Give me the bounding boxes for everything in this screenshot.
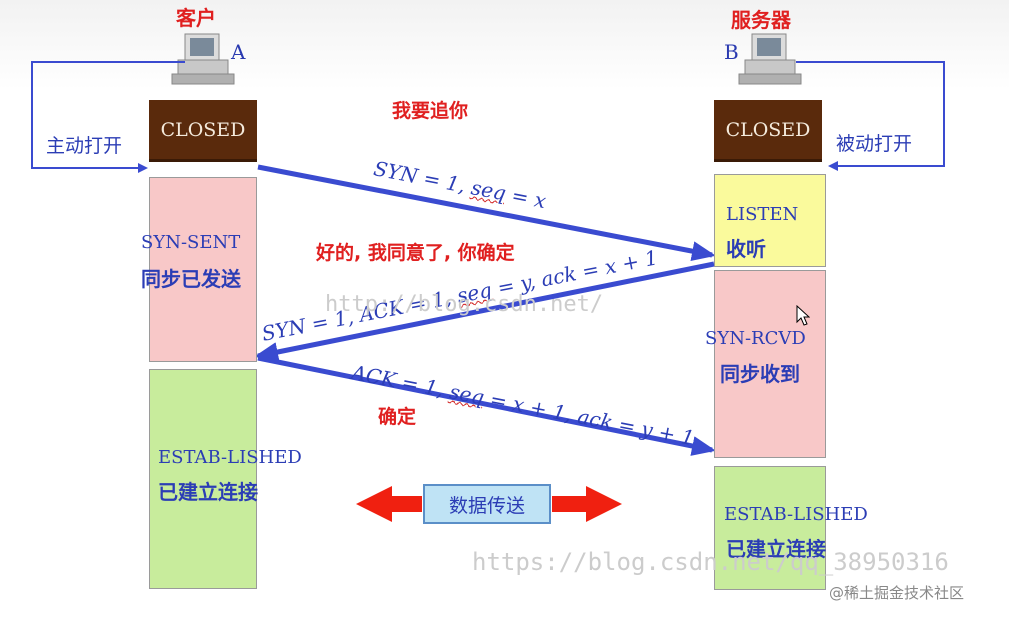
server-computer-icon [738,33,802,85]
syn-arrow [257,164,716,262]
passive-open-loop [796,61,945,171]
client-syn-sent-label: SYN-SENT [141,232,241,253]
client-syn-sent-cn: 同步已发送 [141,267,241,291]
watermark-bottom: https://blog.csdn.net/qq_38950316 [472,548,949,576]
mouse-cursor-icon [796,305,810,326]
data-transfer-arrow [356,486,622,522]
server-listen-box [714,174,826,267]
watermark-top: http://blog.csdn.net/ [325,292,604,317]
server-letter: B [724,40,739,64]
active-open-label: 主动打开 [46,135,123,157]
client-computer-icon [171,33,235,85]
server-listen-cn: 收听 [726,237,766,261]
server-closed-state: CLOSED [714,100,822,162]
client-syn-sent-box [149,177,257,362]
server-listen-label: LISTEN [726,204,799,225]
server-syn-rcvd-label: SYN-RCVD [705,328,806,349]
server-syn-rcvd-box [714,270,826,458]
active-open-loop [31,61,185,173]
server-established-box [714,466,826,590]
server-established-label: ESTAB-LISHED [724,504,868,525]
client-established-label: ESTAB-LISHED [158,447,302,468]
server-syn-rcvd-cn: 同步收到 [720,362,800,386]
server-established-cn: 已建立连接 [726,537,826,561]
passive-open-label: 被动打开 [836,133,913,155]
server-label: 服务器 [731,8,791,32]
ack-arrow [257,355,716,456]
client-closed-state: CLOSED [149,100,257,162]
note-ack: 确定 [378,406,417,428]
data-transfer-label: 数据传送 [423,484,551,524]
client-established-cn: 已建立连接 [158,480,258,504]
syn-ack-arrow [254,261,715,362]
note-syn: 我要追你 [392,100,469,122]
brand-watermark: @稀土掘金技术社区 [829,584,965,602]
note-syn-ack: 好的, 我同意了, 你确定 [316,242,515,264]
client-label: 客户 [176,6,216,30]
client-established-box [149,369,257,589]
client-letter: A [231,40,246,64]
